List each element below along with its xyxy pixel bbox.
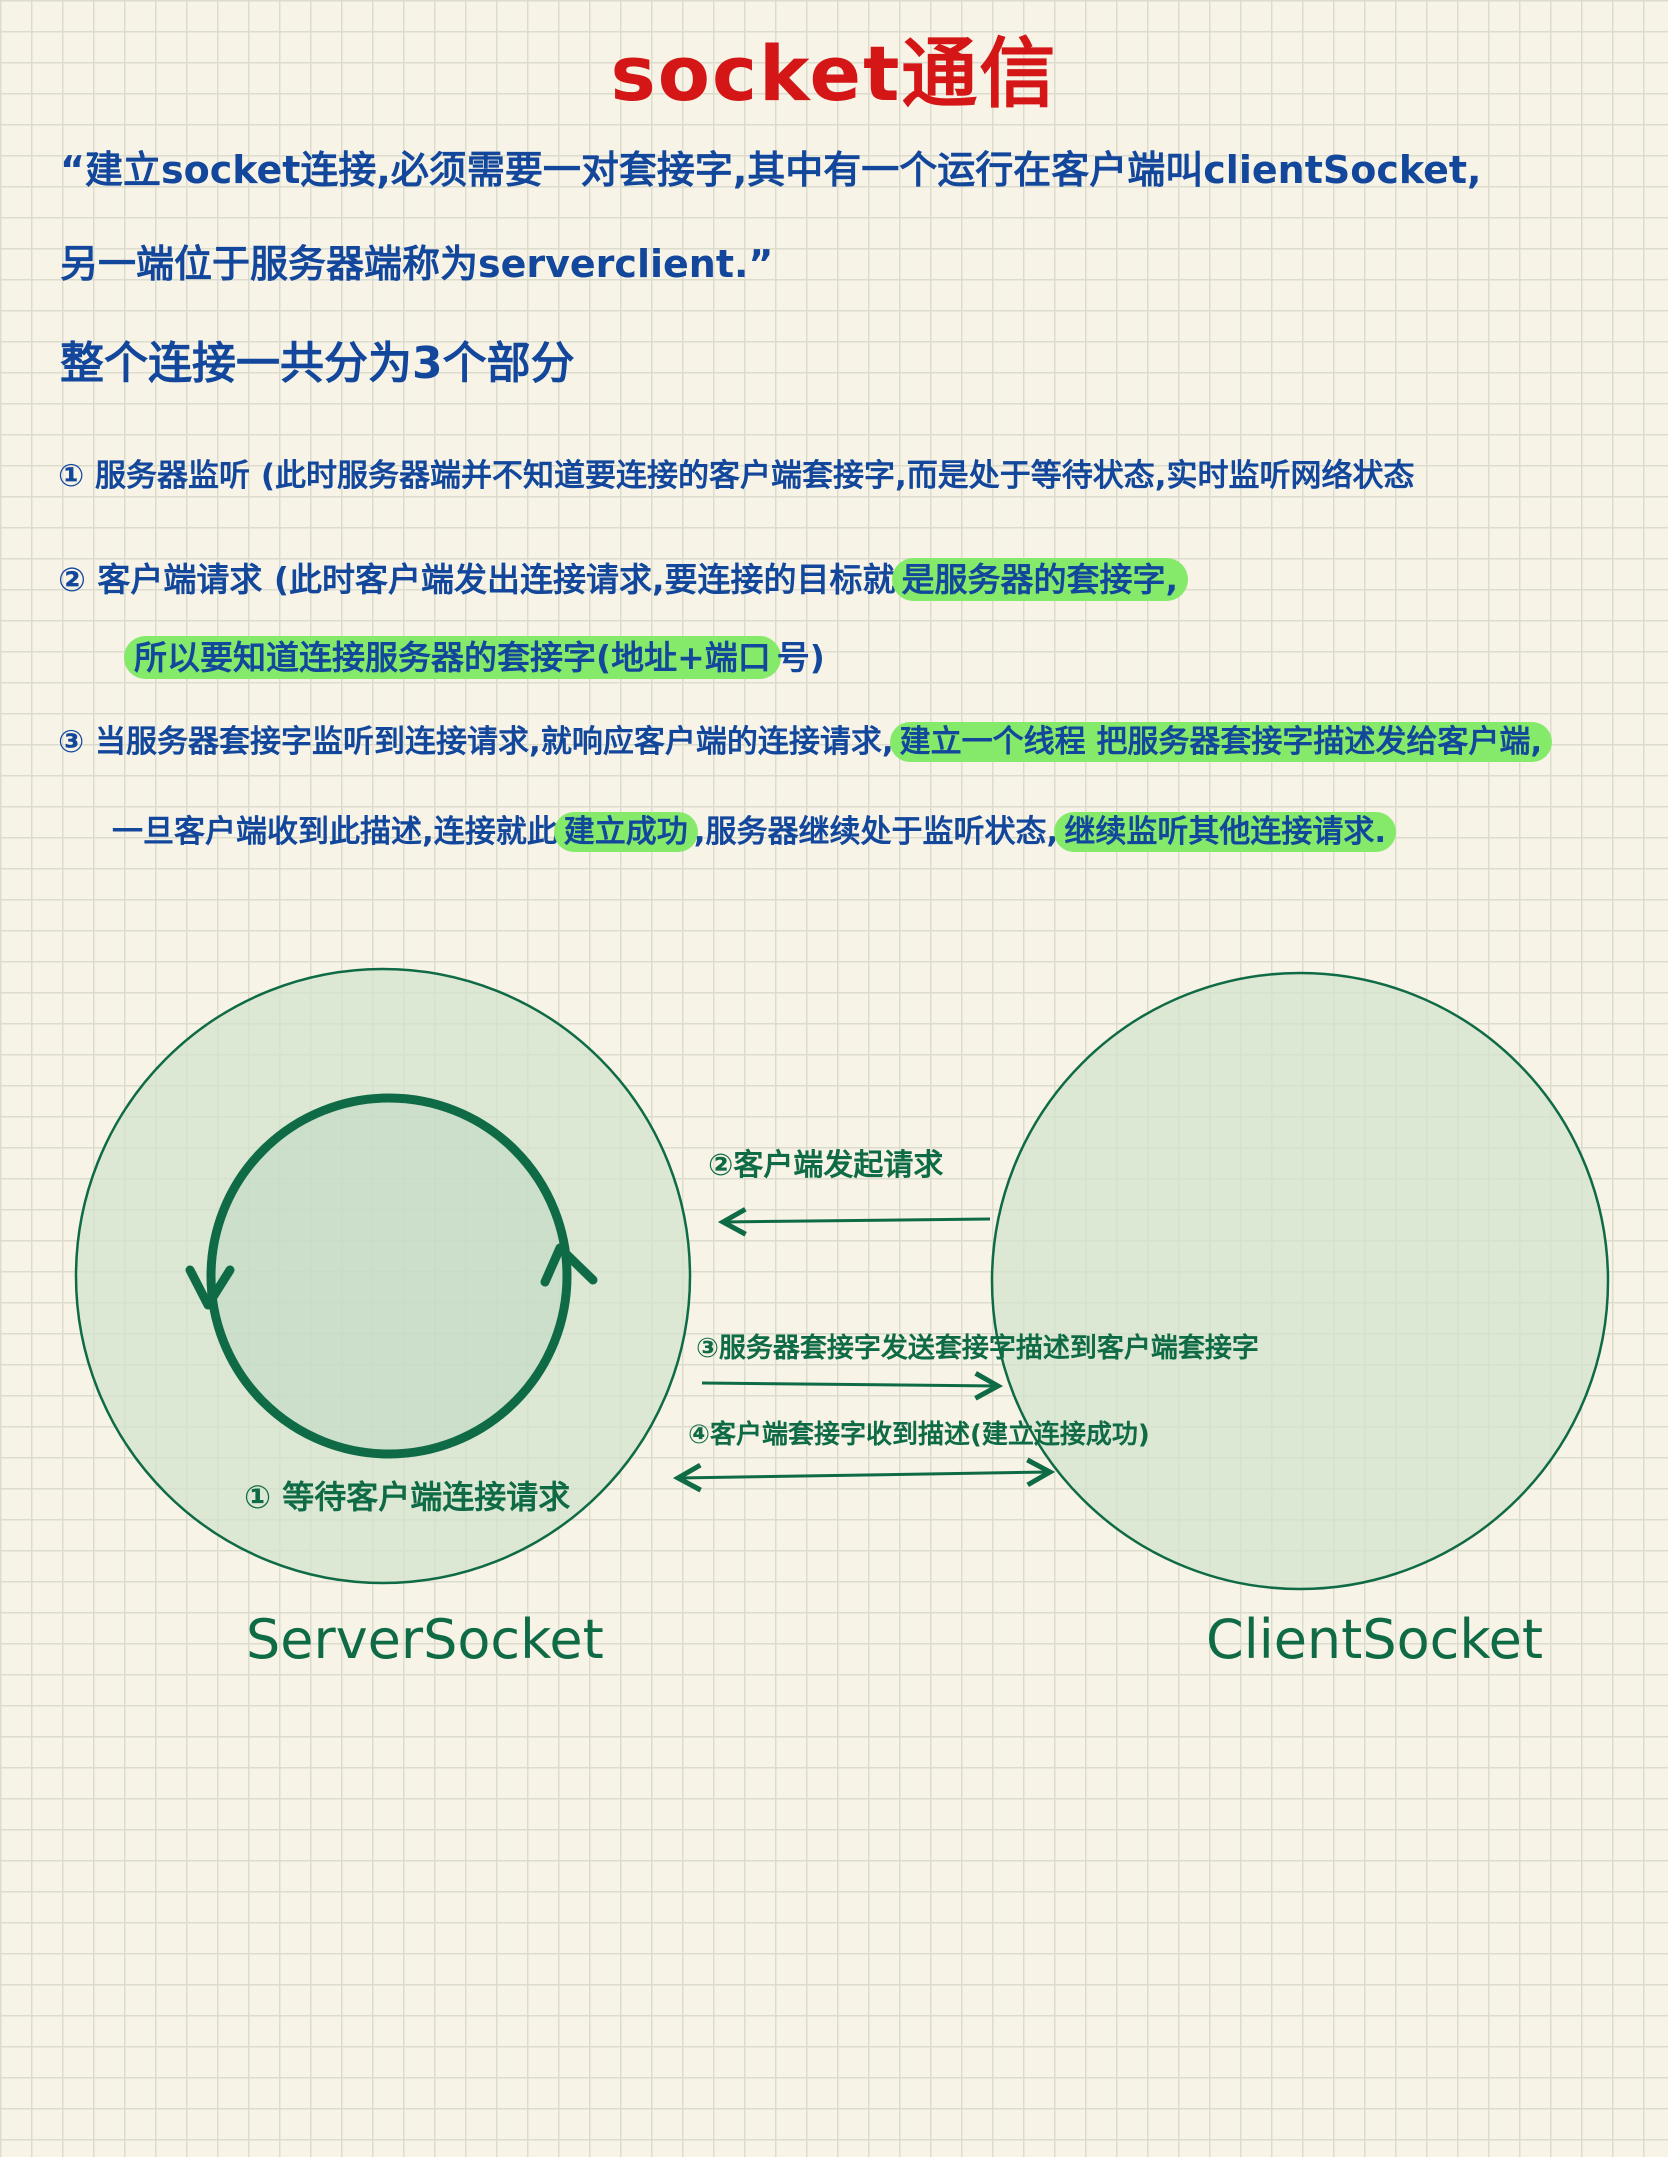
- cycle-arrow-icon: [185, 1093, 598, 1459]
- step-3-highlight-1: 建立一个线程 把服务器套接字描述发给客户端,: [889, 722, 1553, 762]
- step-2-highlight-2: 所以要知道连接服务器的套接字(地址+端口: [124, 636, 781, 679]
- step-2-prefix: ② 客户端请求 (此时客户端发出连接请求,要连接的目标就: [58, 560, 896, 599]
- arrow-left-icon: [723, 1219, 991, 1222]
- wait-label: ① 等待客户端连接请求: [244, 1478, 571, 1516]
- step-3-highlight-3: 继续监听其他连接请求.: [1054, 812, 1397, 852]
- client-socket-circle: [990, 971, 1610, 1591]
- step-1-text: ① 服务器监听 (此时服务器端并不知道要连接的客户端套接字,而是处于等待状态,实…: [58, 458, 1415, 494]
- step-2-line-1: ② 客户端请求 (此时客户端发出连接请求,要连接的目标就是服务器的套接字,: [58, 558, 1189, 601]
- double-arrow-icon: [678, 1472, 1050, 1478]
- step-3-line-1: ③ 当服务器套接字监听到连接请求,就响应客户端的连接请求,建立一个线程 把服务器…: [58, 722, 1553, 762]
- page-title: socket通信: [610, 29, 1058, 118]
- summary-heading: 整个连接一共分为3个部分: [60, 338, 575, 389]
- step-3-line-2-prefix: 一旦客户端收到此描述,连接就此: [112, 814, 558, 850]
- received-label: ④客户端套接字收到描述(建立连接成功): [688, 1420, 1150, 1450]
- describe-label: ③服务器套接字发送套接字描述到客户端套接字: [696, 1333, 1259, 1364]
- quote-line-1: “建立socket连接,必须需要一对套接字,其中有一个运行在客户端叫client…: [60, 148, 1482, 192]
- quote-line-2: 另一端位于服务器端称为serverclient.”: [60, 242, 774, 286]
- client-socket-caption: ClientSocket: [1206, 1608, 1544, 1671]
- step-3-line-2: 一旦客户端收到此描述,连接就此建立成功,服务器继续处于监听状态,继续监听其他连接…: [112, 812, 1397, 852]
- step-3-line-2-mid: ,服务器继续处于监听状态,: [693, 814, 1059, 850]
- step-2-suffix: 号): [776, 638, 825, 677]
- step-3-prefix: ③ 当服务器套接字监听到连接请求,就响应客户端的连接请求,: [58, 724, 894, 760]
- server-socket-caption: ServerSocket: [246, 1608, 604, 1671]
- step-2-line-2: 所以要知道连接服务器的套接字(地址+端口号): [124, 636, 825, 679]
- step-3-highlight-2: 建立成功: [553, 812, 698, 852]
- request-label: ②客户端发起请求: [708, 1148, 944, 1183]
- arrow-right-icon: [701, 1383, 998, 1386]
- step-2-highlight-1: 是服务器的套接字,: [891, 558, 1189, 601]
